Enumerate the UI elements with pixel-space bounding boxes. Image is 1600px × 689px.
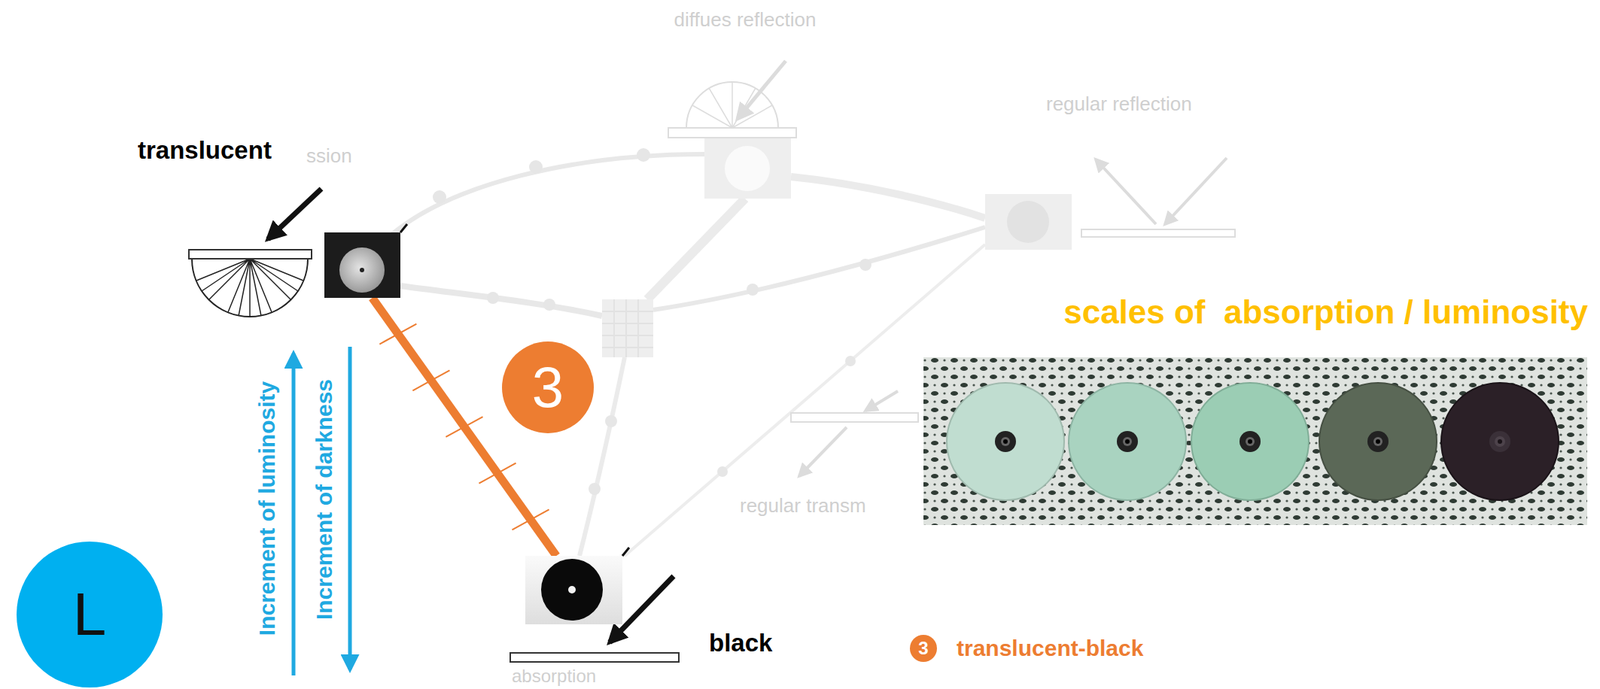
translucent-sample: translucent	[324, 232, 401, 299]
faded-disc	[724, 146, 770, 192]
faded-diffuse-sample	[704, 137, 791, 199]
faded-path	[647, 198, 746, 300]
heading: scales of absorption / luminosity	[1063, 293, 1588, 332]
sample-label: black	[708, 630, 773, 656]
black-sample: black	[525, 556, 623, 625]
faded-texture-sample	[602, 299, 654, 358]
faded-label: regular reflection	[1046, 93, 1193, 116]
faded-label: diffues reflection	[674, 9, 817, 32]
faded-arrow	[865, 391, 898, 411]
faded-arrow	[1165, 158, 1227, 225]
axis-label: Increment of luminosity	[254, 381, 281, 636]
patterned-ground	[923, 357, 1588, 526]
scale-tick	[379, 324, 417, 345]
scale-tick	[511, 509, 549, 530]
scale-disc	[1441, 383, 1559, 501]
property-circle: L	[16, 541, 163, 688]
callout-number: 3	[918, 639, 928, 658]
scale-disc	[1319, 383, 1437, 501]
absorption-scale-photo	[923, 357, 1588, 526]
scale-disc	[946, 383, 1065, 501]
plate	[188, 249, 312, 259]
faded-label: absorption	[511, 666, 597, 688]
translucent-plate	[188, 188, 322, 317]
faded-dots	[432, 148, 872, 496]
faded-path	[790, 176, 986, 219]
faded-path	[400, 285, 603, 317]
scale-disc	[1068, 383, 1187, 501]
faded-plate	[1081, 229, 1235, 238]
faded-disc	[1006, 200, 1050, 244]
legend-text: translucent-black	[956, 635, 1144, 663]
faded-arrow	[799, 427, 847, 477]
scale-tick	[445, 416, 483, 438]
scale-arrows	[293, 346, 350, 676]
faded-path	[653, 227, 986, 311]
sample-wire	[622, 547, 630, 557]
luminosity-arrow	[292, 353, 296, 676]
scale-disc	[1191, 383, 1309, 501]
faded-arrow	[737, 60, 786, 119]
incident-arrow	[267, 188, 322, 240]
axis-label: Increment of darkness	[311, 379, 338, 621]
scale-tick	[478, 463, 516, 484]
faded-reflection-sample	[985, 194, 1072, 250]
callout-circle: 3	[501, 341, 594, 434]
faded-label: ssion	[306, 145, 353, 168]
callout-number: 3	[532, 358, 564, 417]
property-letter: L	[73, 584, 107, 645]
sample-wire	[400, 224, 408, 233]
disc-hubs	[994, 431, 1511, 453]
scale-tick	[412, 370, 450, 391]
darkness-arrow	[348, 346, 353, 670]
legend-circle: 3	[909, 635, 937, 663]
faded-plate	[790, 413, 919, 423]
sample-hole	[359, 267, 365, 273]
semicircle	[191, 258, 308, 317]
plate	[510, 653, 679, 663]
faded-path	[391, 154, 705, 235]
faded-label: regular transm	[739, 495, 867, 518]
faded-arrow	[1095, 159, 1156, 225]
faded-plate	[668, 127, 797, 138]
faded-texture-grid	[602, 299, 654, 358]
sample-label: translucent	[137, 137, 272, 163]
sample-hole	[568, 586, 576, 594]
rays	[191, 258, 308, 317]
black-plate	[400, 224, 679, 663]
